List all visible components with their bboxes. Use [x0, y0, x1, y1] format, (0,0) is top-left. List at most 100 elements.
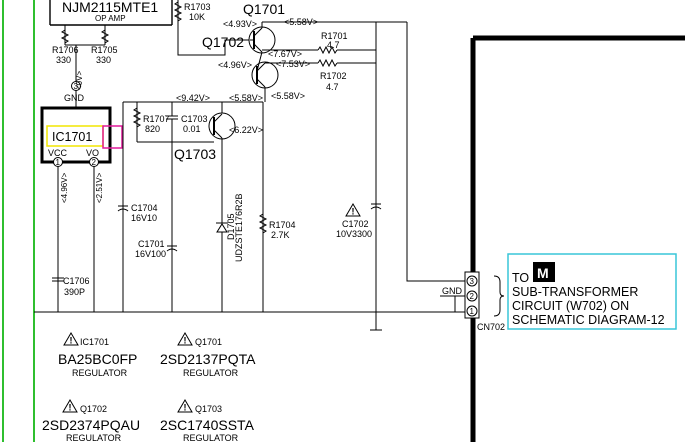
ic1701-body [40, 106, 112, 164]
c1701: C1701 16V100 [135, 239, 178, 259]
q1702-emitter-voltage-a: <7.67V> [268, 49, 302, 59]
q1703: Q1703 [174, 102, 236, 312]
ic1701-vcc-label: VCC [48, 148, 68, 158]
part-list-ic1701: ! IC1701 BA25BC0FP REGULATOR [58, 332, 137, 378]
r1706-ref: R1706 [52, 45, 79, 55]
op-amp-block: NJM2115MTE1 OP AMP [49, 0, 173, 26]
r1701-ref: R1701 [321, 31, 348, 41]
part-list-role: REGULATOR [183, 368, 239, 378]
warning-triangle-icon: ! [177, 332, 193, 346]
warning-triangle-icon: ! [177, 399, 193, 413]
part-list-part: BA25BC0FP [58, 351, 137, 367]
note-line-2: CIRCUIT (W702) ON [512, 299, 629, 313]
r1705-ref: R1705 [91, 45, 118, 55]
q1702: Q1702 [202, 22, 276, 54]
q1701-base-voltage: <4.96V> [218, 60, 252, 70]
q1701: Q1701 [243, 1, 285, 102]
r1701-value: 4.7 [327, 40, 340, 50]
ic1701-pin2-marker [89, 157, 99, 167]
c1706-ref: C1706 [63, 276, 90, 286]
cn702-pin1-marker [466, 305, 478, 317]
cn702-pin1-num: 1 [470, 307, 475, 316]
note-line-1: SUB-TRANSFORMER [512, 285, 638, 299]
cn702-pin3-num: 3 [470, 277, 475, 286]
r1704: R1704 2.7K [258, 213, 296, 240]
ic1701-pin1-marker [53, 157, 63, 167]
r1705-value: 330 [96, 55, 111, 65]
svg-text:!: ! [69, 403, 72, 413]
q1703-label: Q1703 [174, 146, 216, 162]
warning-triangle-icon: ! [345, 203, 361, 217]
r1701: R1701 4.7 [262, 31, 376, 55]
cn702-name: CN702 [477, 322, 505, 332]
wire-to-cn702-pin3 [406, 22, 465, 282]
d1705-ref: D1705 [226, 213, 236, 240]
c1702: C1702 10V3300 [336, 203, 382, 239]
svg-text:!: ! [184, 336, 187, 346]
ic1701-vo-voltage: <2.51V> [95, 172, 104, 203]
part-list-ref: Q1702 [80, 404, 107, 414]
c1704-ref: C1704 [131, 203, 158, 213]
q1701-label: Q1701 [243, 1, 285, 17]
q1703-base-voltage: <9.42V> [176, 93, 210, 103]
svg-text:!: ! [184, 403, 187, 413]
cn702-gnd-label: GND [442, 286, 463, 296]
op-amp-part: NJM2115MTE1 [62, 0, 158, 15]
part-list-role: REGULATOR [72, 368, 128, 378]
r1707-ref: R1707 [143, 114, 170, 124]
part-list-q1701: ! Q1701 2SD2137PQTA REGULATOR [160, 332, 256, 378]
ic1701-name: IC1701 [52, 130, 92, 144]
c1703-value: 0.01 [183, 124, 201, 134]
q1702-emitter-voltage-b: <7.53V> [276, 59, 310, 69]
part-list-ref: Q1703 [195, 404, 222, 414]
ic1701-gnd-voltage: <0V> [75, 71, 84, 90]
note-letter-box [533, 262, 555, 282]
ic1701-gnd-label: GND [64, 93, 85, 103]
q1702-base-voltage: <4.93V> [223, 19, 257, 29]
ic1701-block: 3 <0V> GND IC1701 VCC VO 1 <4.96V> 2 <2.… [40, 45, 123, 312]
part-list-role: REGULATOR [183, 433, 239, 442]
r1703-value: 10K [189, 12, 205, 22]
r1703-ref: R1703 [184, 2, 211, 12]
ic1701-pin3-num: 3 [74, 82, 79, 91]
cn702-pin2-marker [466, 290, 478, 302]
note-frame [507, 253, 677, 330]
r1704-value: 2.7K [271, 230, 290, 240]
r1702-ref: R1702 [320, 71, 347, 81]
part-list-part: 2SC1740SSTA [160, 417, 255, 433]
r1702: R1702 4.7 [265, 58, 376, 92]
op-amp-desc: OP AMP [95, 14, 126, 23]
r1704-ref: R1704 [269, 220, 296, 230]
q1702-label: Q1702 [202, 34, 244, 50]
d1705: D1705 UDZSTE176R2B [216, 193, 244, 262]
c1704: C1704 16V10 [117, 203, 158, 223]
ic1701-pin2-num: 2 [92, 158, 97, 167]
svg-text:!: ! [352, 207, 355, 217]
note-line-3: SCHEMATIC DIAGRAM-12 [512, 313, 665, 327]
c1704-value: 16V10 [131, 213, 157, 223]
d1705-value: UDZSTE176R2B [234, 193, 244, 262]
c1701-ref: C1701 [138, 239, 165, 249]
part-list-part: 2SD2374PQAU [42, 417, 140, 433]
cn702-connector: 3 2 1 CN702 GND [440, 271, 505, 332]
part-list-q1703: ! Q1703 2SC1740SSTA REGULATOR [160, 399, 255, 442]
warning-triangle-icon: ! [63, 332, 79, 346]
ic1701-pin3-marker [71, 81, 81, 91]
part-list-role: REGULATOR [66, 433, 122, 442]
r1706-value: 330 [56, 55, 71, 65]
warning-triangle-icon: ! [62, 399, 78, 413]
r1706: R1706 330 [52, 25, 79, 65]
note-to: TO [512, 271, 529, 285]
q1703-emitter-voltage: <6.22V> [229, 125, 263, 135]
wire-r1703-q1702 [177, 25, 250, 56]
r1707: R1707 820 [132, 102, 170, 142]
part-list-ref: Q1701 [195, 337, 222, 347]
board-border [470, 35, 685, 442]
c1701-value: 16V100 [135, 249, 166, 259]
part-list-part: 2SD2137PQTA [160, 351, 256, 367]
ic1701-side-box [102, 125, 123, 149]
r1705: R1705 330 [91, 25, 118, 65]
part-list-ref: IC1701 [80, 337, 109, 347]
